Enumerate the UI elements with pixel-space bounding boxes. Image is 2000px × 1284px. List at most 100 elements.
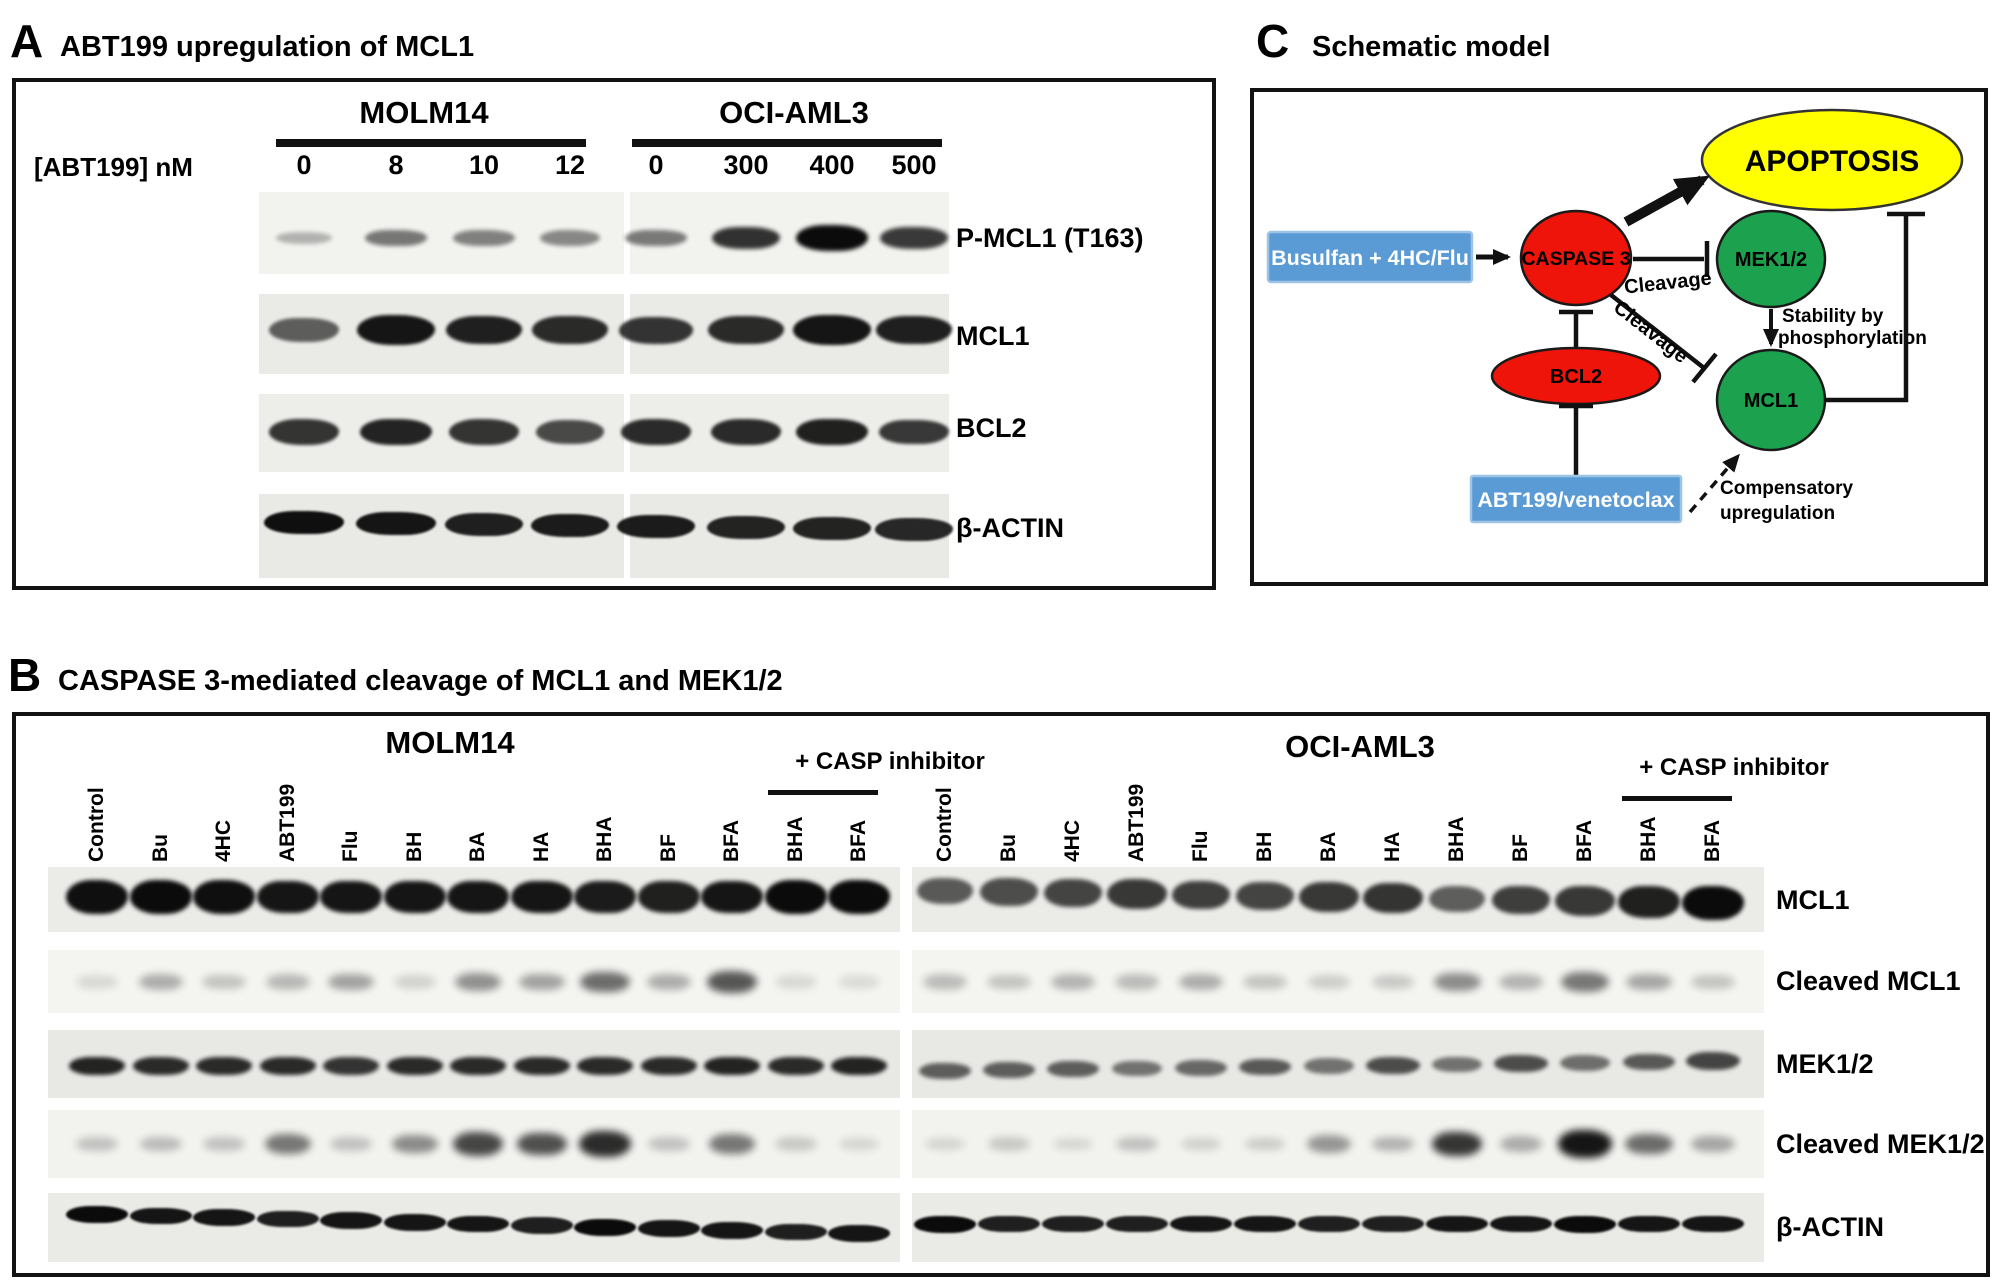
compensatory-label-2: upregulation xyxy=(1720,503,1835,524)
dose-label: 500 xyxy=(891,150,937,180)
protein-band xyxy=(1170,1215,1232,1233)
protein-band xyxy=(577,1056,633,1076)
protein-band xyxy=(263,510,345,535)
protein-band xyxy=(1243,974,1287,990)
lane-label: 4HC xyxy=(212,819,235,862)
molm14-underline xyxy=(276,139,586,147)
protein-band xyxy=(1499,1136,1543,1152)
protein-band xyxy=(708,1134,756,1154)
protein-band xyxy=(1681,886,1745,920)
protein-band xyxy=(447,1215,509,1233)
protein-band xyxy=(793,315,871,345)
lane-label: BF xyxy=(657,834,680,862)
protein-band xyxy=(1560,972,1610,992)
protein-band xyxy=(1111,1060,1163,1077)
protein-band xyxy=(765,1223,827,1241)
apoptosis-node xyxy=(1700,108,1964,212)
blot-strip xyxy=(259,192,624,274)
protein-band xyxy=(130,1207,192,1225)
protein-band xyxy=(269,419,339,445)
protein-band xyxy=(701,1222,763,1239)
blot-row-label: Cleaved MCL1 xyxy=(1776,966,1961,996)
lane-label: Bu xyxy=(997,834,1020,862)
protein-band xyxy=(393,974,437,989)
protein-band xyxy=(987,974,1031,990)
protein-band xyxy=(76,1137,118,1151)
protein-band xyxy=(875,315,953,345)
protein-band xyxy=(1307,974,1351,990)
protein-band xyxy=(454,973,502,991)
lane-label: Flu xyxy=(1189,830,1212,863)
dose-label: 0 xyxy=(296,150,312,180)
dose-label: 8 xyxy=(388,150,404,180)
protein-band xyxy=(1042,1215,1104,1233)
protein-band xyxy=(1371,974,1415,990)
panel-b-title: CASPASE 3-mediated cleavage of MCL1 and … xyxy=(58,665,783,697)
protein-band xyxy=(320,1212,382,1230)
protein-band xyxy=(1180,1137,1222,1151)
oci-aml3-underline xyxy=(632,139,942,147)
dose-label: 10 xyxy=(468,150,500,180)
protein-band xyxy=(1050,974,1096,990)
protein-band xyxy=(646,973,692,991)
protein-band xyxy=(618,316,694,344)
protein-band xyxy=(988,1137,1030,1151)
lane-label: BA xyxy=(466,831,489,862)
protein-band xyxy=(1433,972,1481,992)
protein-band xyxy=(266,974,310,990)
protein-band xyxy=(450,1056,506,1076)
mek12-label: MEK1/2 xyxy=(1735,249,1807,271)
protein-band xyxy=(1555,886,1615,916)
protein-band xyxy=(919,1062,971,1079)
protein-band xyxy=(792,516,872,541)
protein-band xyxy=(1238,1058,1292,1076)
dose-label: 400 xyxy=(809,150,855,180)
protein-band xyxy=(828,1225,890,1242)
caspase-apoptosis-arrow xyxy=(1623,175,1710,227)
protein-band xyxy=(517,1132,567,1156)
schematic-model: Busulfan + 4HC/Flu CASPASE 3 APOPTOSIS M… xyxy=(1266,108,1964,524)
protein-band xyxy=(68,1056,126,1076)
lane-label: ABT199 xyxy=(276,783,299,862)
protein-band xyxy=(65,1205,129,1223)
mcl1-apoptosis-inhibit-line xyxy=(1825,216,1909,403)
bcl2-label: BCL2 xyxy=(1550,366,1602,388)
protein-band xyxy=(620,419,692,445)
protein-band xyxy=(202,974,246,990)
caspase3-label: CASPASE 3 xyxy=(1521,248,1630,270)
protein-band xyxy=(320,880,382,914)
protein-band xyxy=(796,225,868,251)
protein-band xyxy=(357,315,435,345)
protein-band xyxy=(257,880,319,914)
caspase-mcl1-inhibit-line xyxy=(1609,293,1706,370)
protein-band xyxy=(264,1134,312,1154)
protein-band xyxy=(574,880,636,914)
lane-label: BF xyxy=(1509,834,1532,862)
protein-band xyxy=(706,971,758,993)
protein-band xyxy=(453,1132,503,1156)
panel-a-title: ABT199 upregulation of MCL1 xyxy=(60,31,475,63)
protein-band xyxy=(638,1220,700,1238)
protein-band xyxy=(1303,1058,1355,1074)
protein-band xyxy=(1431,1056,1483,1073)
protein-band xyxy=(360,418,432,446)
protein-band xyxy=(384,880,446,914)
protein-band xyxy=(514,1056,570,1076)
busulfan-box xyxy=(1266,230,1474,284)
mcl1-label: MCL1 xyxy=(1744,390,1798,412)
protein-band xyxy=(364,229,428,247)
lane-label: BHA xyxy=(593,816,616,863)
lane-label: BH xyxy=(1253,831,1276,862)
protein-band xyxy=(387,1056,443,1076)
protein-band xyxy=(532,316,608,344)
protein-band xyxy=(775,975,817,989)
protein-band xyxy=(1362,1215,1424,1233)
protein-band xyxy=(880,227,948,249)
lane-label: HA xyxy=(1381,831,1404,862)
protein-band xyxy=(65,880,129,914)
protein-band xyxy=(1175,1059,1227,1076)
protein-band xyxy=(616,514,696,539)
protein-band xyxy=(196,1056,252,1076)
